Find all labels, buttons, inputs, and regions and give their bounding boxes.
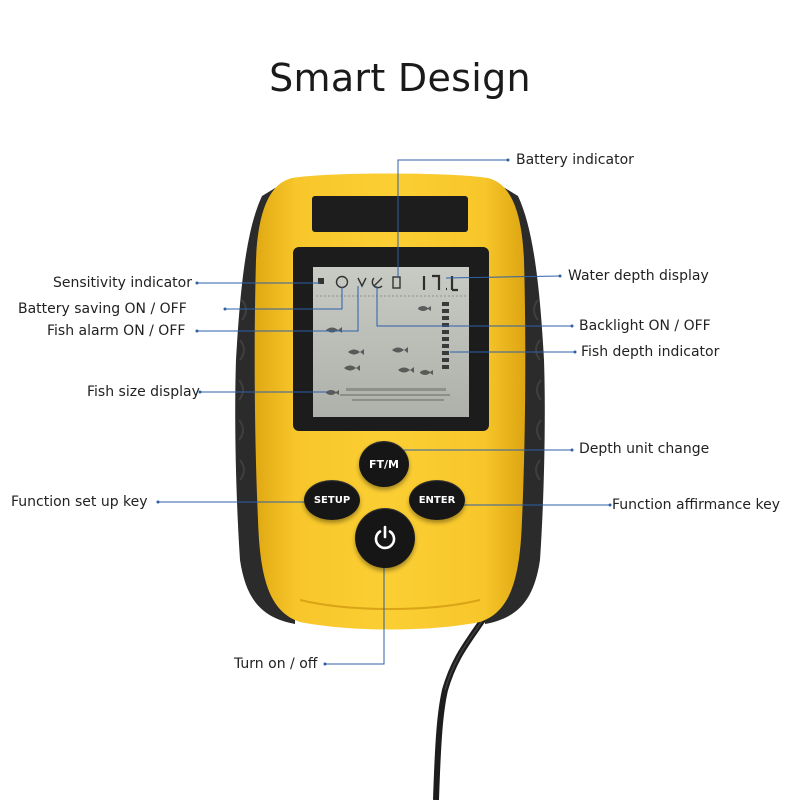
label-backlight: Backlight ON / OFF bbox=[579, 318, 711, 334]
page-title: Smart Design bbox=[269, 56, 531, 100]
label-fish-size-display: Fish size display bbox=[87, 384, 200, 400]
label-water-depth-display: Water depth display bbox=[568, 268, 709, 284]
cable bbox=[433, 610, 491, 800]
setup-button[interactable]: SETUP bbox=[304, 480, 360, 520]
lcd-fish-depth-column bbox=[442, 302, 449, 369]
power-button[interactable] bbox=[355, 508, 415, 568]
label-depth-unit-change: Depth unit change bbox=[579, 441, 710, 457]
label-fish-depth-indicator: Fish depth indicator bbox=[581, 344, 720, 360]
label-function-affirmance-key: Function affirmance key bbox=[612, 497, 780, 513]
callout-lines bbox=[158, 159, 610, 665]
label-fish-alarm: Fish alarm ON / OFF bbox=[47, 323, 186, 339]
label-battery-indicator: Battery indicator bbox=[516, 152, 634, 168]
lcd-bottom-texture bbox=[340, 388, 450, 401]
label-function-set-up-key: Function set up key bbox=[11, 494, 148, 510]
label-battery-saving: Battery saving ON / OFF bbox=[18, 301, 187, 317]
power-icon bbox=[374, 525, 396, 550]
label-turn-on-off: Turn on / off bbox=[234, 656, 318, 672]
enter-button[interactable]: ENTER bbox=[409, 480, 465, 520]
ftm-button[interactable]: FT/M bbox=[359, 441, 409, 487]
lcd-status-icons bbox=[318, 275, 401, 289]
top-window bbox=[312, 196, 468, 232]
label-sensitivity-indicator: Sensitivity indicator bbox=[53, 275, 192, 291]
